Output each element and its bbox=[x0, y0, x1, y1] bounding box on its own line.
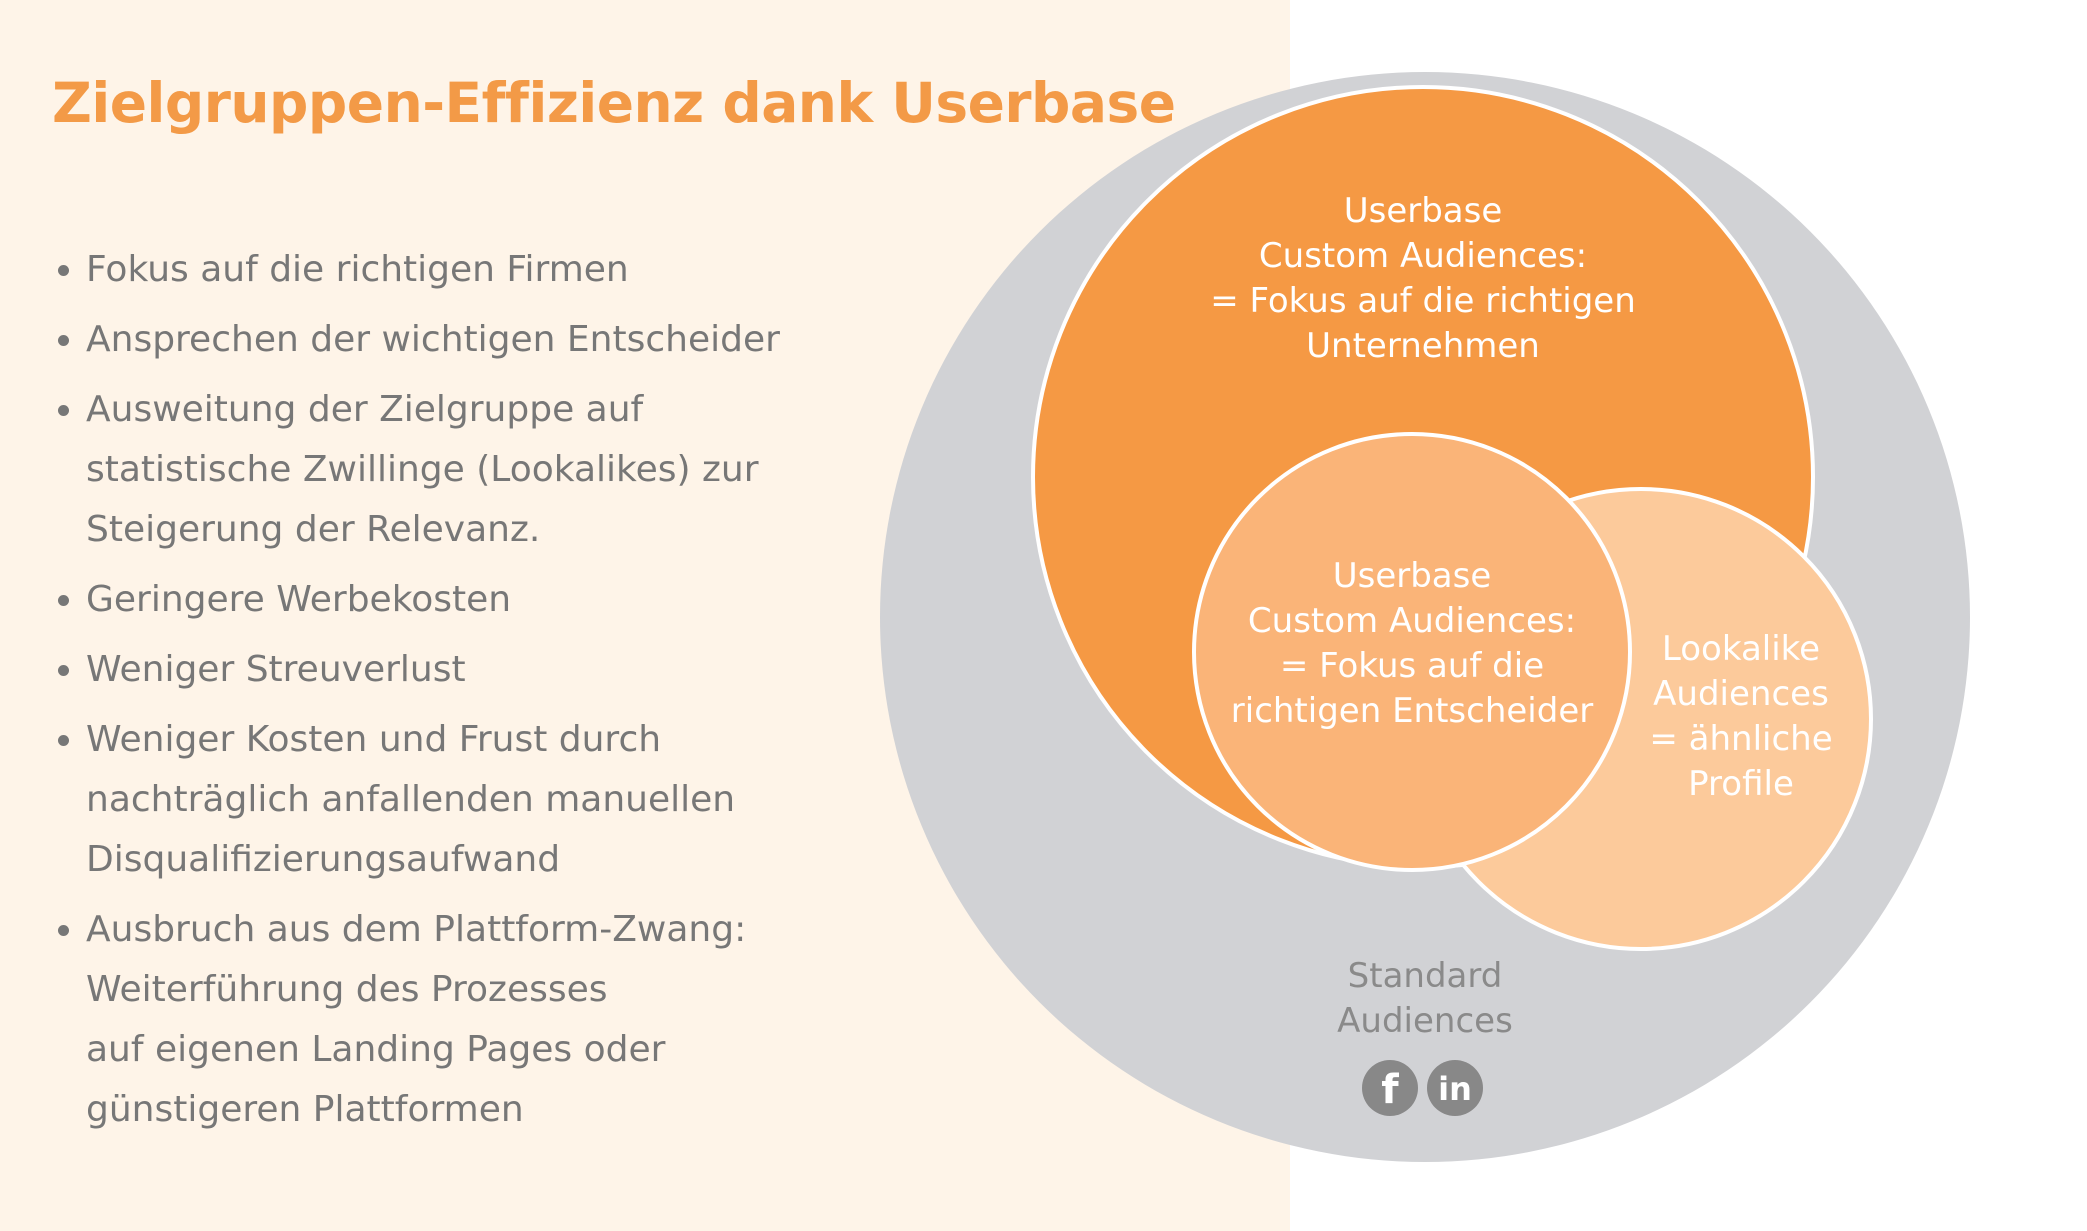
benefit-item-line: Fokus auf die richtigen Firmen bbox=[86, 249, 629, 290]
lookalike-label-line: Lookalike bbox=[1662, 629, 1820, 669]
benefit-item: Ausweitung der Zielgruppe auf statistisch… bbox=[52, 380, 852, 560]
benefit-item-line: Geringere Werbekosten bbox=[86, 579, 512, 620]
benefit-item-line: günstigeren Plattformen bbox=[86, 1089, 524, 1130]
benefit-item: Ansprechen der wichtigen Entscheider bbox=[52, 310, 852, 370]
custom-audiences-deciders-circle bbox=[1192, 432, 1632, 872]
custom-firms-label-line: Unternehmen bbox=[1306, 326, 1540, 366]
standard-label-line: Standard bbox=[1348, 956, 1503, 996]
facebook-icon: f bbox=[1362, 1060, 1418, 1116]
standard-label-line: Audiences bbox=[1337, 1001, 1513, 1041]
benefit-item: Ausbruch aus dem Plattform-Zwang: Weiterf… bbox=[52, 900, 852, 1140]
benefit-item-line: Weniger Kosten und Frust durch bbox=[86, 719, 662, 760]
benefit-item: Fokus auf die richtigen Firmen bbox=[52, 240, 852, 300]
page-title: Zielgruppen-Effizienz dank Userbase bbox=[52, 71, 1176, 135]
custom-deciders-label-line: = Fokus auf die bbox=[1280, 646, 1544, 686]
benefit-item: Weniger Kosten und Frust durch nachträgli… bbox=[52, 710, 852, 890]
benefit-item-line: Weniger Streuverlust bbox=[86, 649, 466, 690]
benefit-item-line: Ausbruch aus dem Plattform-Zwang: bbox=[86, 909, 747, 950]
benefit-item: Weniger Streuverlust bbox=[52, 640, 852, 700]
custom-firms-label-line: = Fokus auf die richtigen bbox=[1210, 281, 1636, 321]
svg-text:in: in bbox=[1438, 1070, 1472, 1108]
benefit-item: Geringere Werbekosten bbox=[52, 570, 852, 630]
benefit-item-line: auf eigenen Landing Pages oder bbox=[86, 1029, 666, 1070]
benefit-item-line: Weiterführung des Prozesses bbox=[86, 969, 608, 1010]
benefit-item-line: nachträglich anfallenden manuellen bbox=[86, 779, 736, 820]
custom-firms-label-line: Custom Audiences: bbox=[1259, 236, 1587, 276]
linkedin-icon: in bbox=[1427, 1060, 1483, 1116]
custom-deciders-label-line: Custom Audiences: bbox=[1248, 601, 1576, 641]
benefit-item-line: Disqualifizierungsaufwand bbox=[86, 839, 561, 880]
benefit-item-line: Ausweitung der Zielgruppe auf bbox=[86, 389, 644, 430]
custom-firms-label-line: Userbase bbox=[1344, 191, 1503, 231]
custom-deciders-label-line: Userbase bbox=[1333, 556, 1492, 596]
custom-deciders-label-line: richtigen Entscheider bbox=[1231, 691, 1593, 731]
lookalike-label-line: Profile bbox=[1688, 764, 1794, 804]
lookalike-label-line: Audiences bbox=[1653, 674, 1829, 714]
benefit-item-line: Steigerung der Relevanz. bbox=[86, 509, 541, 550]
svg-text:f: f bbox=[1381, 1067, 1399, 1113]
lookalike-label-line: = ähnliche bbox=[1649, 719, 1832, 759]
benefit-item-line: Ansprechen der wichtigen Entscheider bbox=[86, 319, 780, 360]
benefit-item-line: statistische Zwillinge (Lookalikes) zur bbox=[86, 449, 759, 490]
